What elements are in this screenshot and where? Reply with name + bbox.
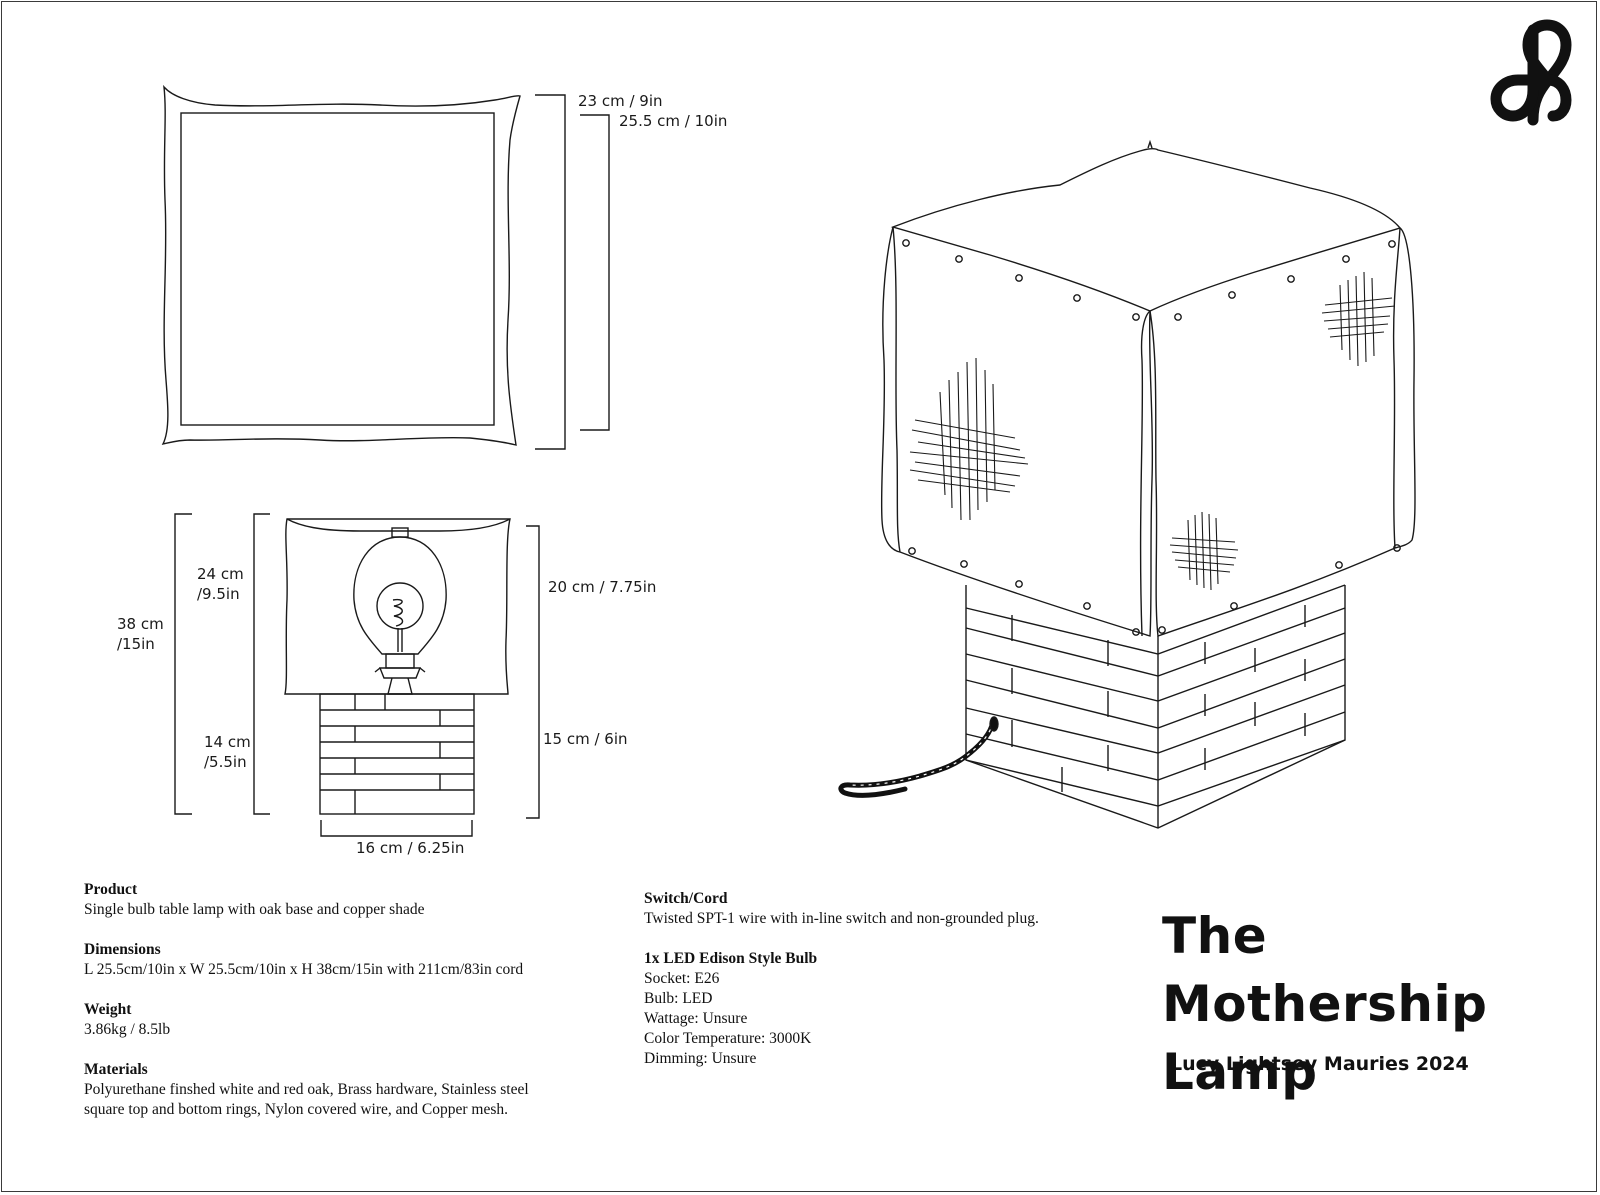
spec-line: Polyurethane finshed white and red oak, … (84, 1081, 529, 1098)
spec-line: Wattage: Unsure (644, 1010, 748, 1027)
spec-switch-cord: Switch/Cord Twisted SPT-1 wire with in-l… (644, 889, 1039, 929)
spec-heading: Dimensions (84, 941, 161, 958)
perspective-wood-base (965, 584, 1346, 829)
dimension-total-height-cm: 38 cm (117, 615, 164, 633)
spec-line: Single bulb table lamp with oak base and… (84, 901, 425, 918)
dimension-base-height-in: /5.5in (204, 753, 247, 771)
page-title: The Mothership Lamp (1162, 902, 1600, 1106)
spec-weight: Weight 3.86kg / 8.5lb (84, 1000, 170, 1040)
author-credit: Lucy Lightsey Mauries 2024 (1170, 1053, 1469, 1075)
dimension-shade-height-in: /9.5in (197, 585, 240, 603)
twisted-cord (838, 716, 999, 798)
double-loop-monogram-icon (1490, 19, 1572, 126)
front-elevation-drawing (174, 513, 540, 837)
spec-line: Color Temperature: 3000K (644, 1030, 812, 1047)
mesh-patch-right (1321, 271, 1396, 367)
dimension-top-inner: 23 cm / 9in (578, 92, 663, 110)
dimension-shade-height-cm: 24 cm (197, 565, 244, 583)
dimension-right-lower: 15 cm / 6in (543, 730, 628, 748)
spec-heading: Materials (84, 1061, 148, 1078)
spec-materials: Materials Polyurethane finshed white and… (84, 1060, 529, 1120)
page-title-line-1: The Mothership (1162, 907, 1488, 1033)
rivet-dots (902, 239, 1401, 636)
spec-heading: 1x LED Edison Style Bulb (644, 950, 818, 967)
spec-line: Dimming: Unsure (644, 1050, 757, 1067)
dimension-shade-height: 24 cm /9.5in (197, 564, 244, 604)
top-view-drawing (161, 84, 610, 450)
spec-line: Bulb: LED (644, 990, 713, 1007)
spec-line: L 25.5cm/10in x W 25.5cm/10in x H 38cm/1… (84, 961, 524, 978)
dimension-right-upper: 20 cm / 7.75in (548, 578, 657, 596)
spec-line: 3.86kg / 8.5lb (84, 1021, 171, 1038)
spec-heading: Switch/Cord (644, 890, 728, 907)
mesh-patch-front (1169, 511, 1239, 591)
spec-line: Socket: E26 (644, 970, 720, 987)
spec-line: Twisted SPT-1 wire with in-line switch a… (644, 910, 1039, 927)
spec-heading: Weight (84, 1001, 132, 1018)
dimension-top-outer: 25.5 cm / 10in (619, 112, 728, 130)
perspective-lamp-drawing (838, 139, 1416, 829)
spec-bulb: 1x LED Edison Style Bulb Socket: E26 Bul… (644, 949, 817, 1069)
mesh-patch-left (909, 357, 1029, 521)
spec-product: Product Single bulb table lamp with oak … (84, 880, 424, 920)
dimension-total-height-in: /15in (117, 635, 155, 653)
dimension-base-height-cm: 14 cm (204, 733, 251, 751)
dimension-total-height: 38 cm /15in (117, 614, 164, 654)
spec-heading: Product (84, 881, 138, 898)
spec-dimensions: Dimensions L 25.5cm/10in x W 25.5cm/10in… (84, 940, 523, 980)
dimension-base-height: 14 cm /5.5in (204, 732, 251, 772)
page-title-line-2: Lamp (1162, 1043, 1318, 1101)
spec-line: square top and bottom rings, Nylon cover… (84, 1101, 509, 1118)
dimension-base-width: 16 cm / 6.25in (356, 839, 465, 857)
